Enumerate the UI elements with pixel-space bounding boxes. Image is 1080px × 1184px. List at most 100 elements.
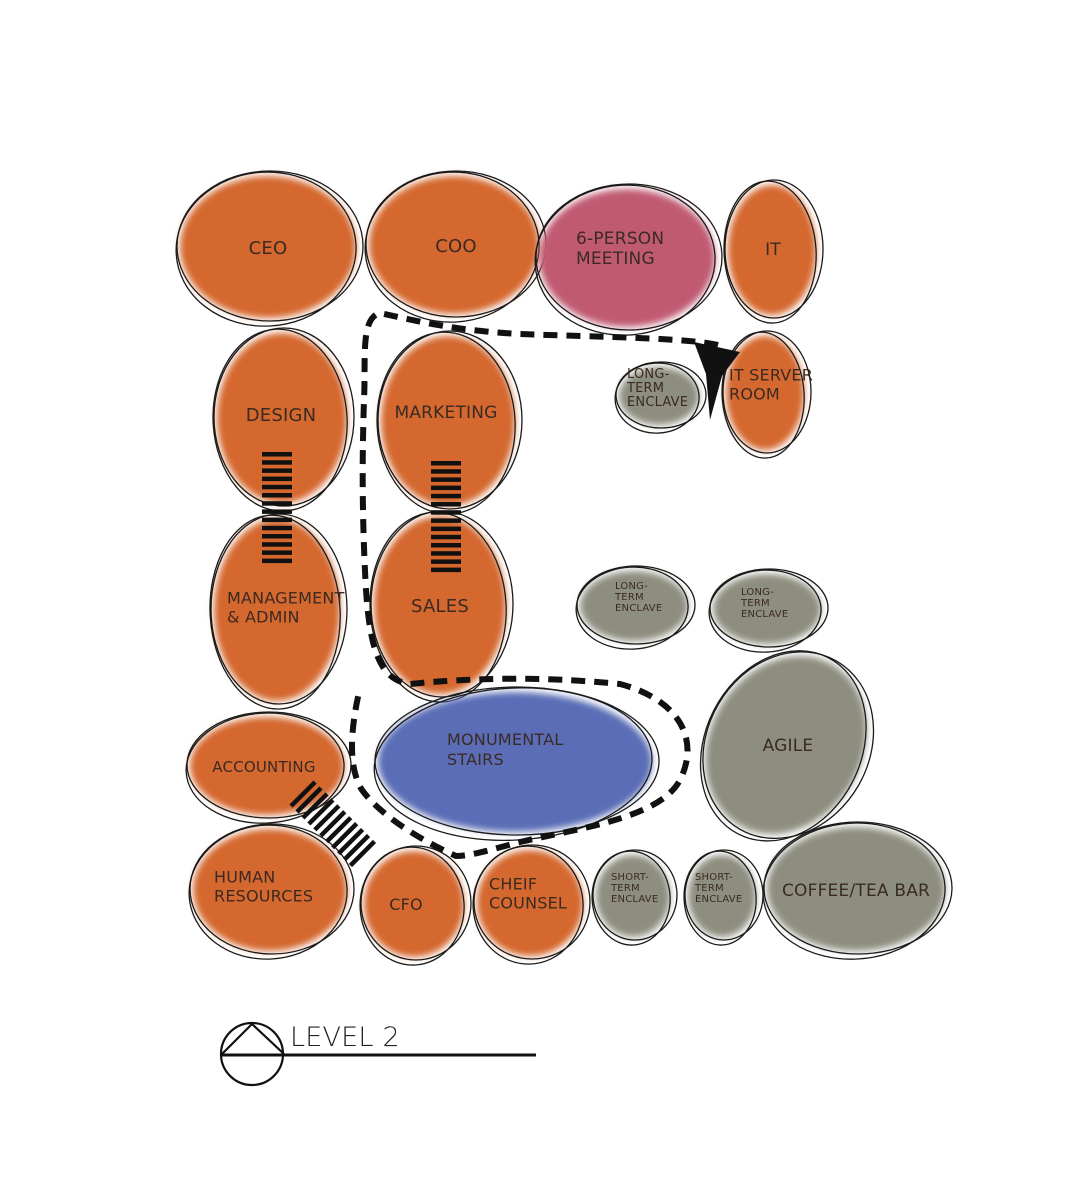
long-term-enclave-1-outline-2 (614, 362, 700, 434)
accounting-cfo-stair-tread (319, 810, 347, 838)
marketing-sales-stair-tread (431, 510, 461, 515)
it-fill (728, 185, 816, 315)
accounting-label-line: ACCOUNTING (212, 758, 315, 776)
short-term-enclave-2-outline-2 (683, 850, 757, 946)
meeting-6-person-label-line: MEETING (576, 249, 655, 269)
cheif-counsel-outline-2 (472, 845, 584, 965)
level-marker-arrow-icon (221, 1022, 285, 1055)
short-term-enclave-1-outline (592, 849, 678, 941)
stair-connectors (262, 452, 461, 868)
circulation-arrow-icon (694, 342, 740, 420)
human-resources-outline-2 (188, 824, 348, 960)
accounting-cfo-stair-tread (342, 833, 371, 862)
cfo-outline-2 (359, 846, 465, 966)
accounting-cfo-stair-tread (336, 827, 365, 856)
short-term-enclave-2-label-line: ENCLAVE (695, 894, 742, 905)
coo-label-line: COO (435, 236, 477, 257)
accounting-cfo-stair-tread (348, 839, 377, 868)
cfo-label: CFO (389, 895, 423, 914)
design-management-stair-tread (262, 517, 292, 523)
long-term-enclave-1-label-line: TERM (626, 381, 664, 396)
short-term-enclave-2-label-line: TERM (694, 883, 724, 894)
meeting-6-person-fill (539, 189, 715, 327)
design-label-line: DESIGN (246, 405, 317, 426)
ceo-outline-2 (175, 171, 357, 327)
level-marker: LEVEL 2 (219, 1021, 536, 1087)
design-management-stair-tread (262, 501, 292, 506)
coffee-tea-bar-bubble (762, 821, 953, 960)
meeting-6-person-outline (535, 183, 723, 331)
long-term-enclave-1-bubble (614, 361, 707, 434)
it-server-room-outline-2 (721, 331, 805, 459)
marketing-sales-stair-tread (431, 551, 461, 556)
coo-label: COO (435, 236, 477, 257)
management-admin-label-line: MANAGEMENT (227, 589, 345, 608)
accounting-cfo-stair-tread (331, 822, 359, 850)
marketing-label-line: MARKETING (394, 403, 497, 423)
coffee-tea-bar-label-line: COFFEE/TEA BAR (782, 881, 930, 901)
design-management-stair-tread (262, 452, 292, 457)
accounting-cfo-stair-tread (307, 798, 335, 826)
accounting-outline-2 (185, 712, 345, 824)
long-term-enclave-1-label-line: ENCLAVE (627, 395, 688, 410)
accounting-label: ACCOUNTING (212, 758, 315, 776)
long-term-enclave-2-label-line: ENCLAVE (615, 603, 662, 614)
meeting-6-person-outline-2 (534, 184, 716, 336)
accounting-cfo-stair-tread (289, 780, 317, 808)
meeting-6-person-label-line: 6-PERSON (576, 229, 664, 249)
long-term-enclave-3-label-line: TERM (740, 598, 770, 609)
long-term-enclave-3-outline-2 (708, 569, 822, 653)
ceo-bubble (175, 170, 364, 327)
human-resources-label-line: RESOURCES (214, 887, 313, 906)
meeting-6-person-bubble (534, 183, 723, 336)
main-circulation-path (349, 310, 719, 859)
short-term-enclave-1-fill (596, 855, 670, 937)
ceo-outline (176, 170, 364, 322)
long-term-enclave-1-label-line: LONG- (627, 367, 670, 382)
design-management-stair-tread (262, 493, 292, 498)
design-management-stair-tread (262, 509, 292, 514)
circulation-path (349, 310, 740, 859)
it-server-room-bubble (721, 330, 812, 459)
long-term-enclave-1-fill (619, 367, 699, 425)
it-server-room-label-line: ROOM (729, 385, 780, 404)
accounting-cfo-stair-tread (295, 786, 323, 814)
marketing-sales-stair-tread (431, 526, 461, 532)
design-management-stair-icon (262, 452, 292, 564)
coffee-tea-bar-fill (767, 827, 945, 951)
short-term-enclave-2-fill (688, 855, 756, 937)
marketing-sales-stair-tread (431, 477, 461, 482)
management-admin-bubble (209, 513, 348, 710)
long-term-enclave-3-label-line: ENCLAVE (741, 609, 788, 620)
cfo-label-line: CFO (389, 895, 423, 914)
long-term-enclave-2-outline-2 (575, 566, 689, 650)
cfo-bubble (359, 845, 472, 966)
management-admin-label-line: & ADMIN (227, 608, 300, 627)
design-management-stair-tread (262, 460, 292, 465)
it-label: IT (765, 240, 781, 260)
design-management-stair-tread (262, 550, 292, 555)
design-label: DESIGN (246, 405, 317, 426)
it-bubble (723, 179, 824, 324)
marketing-sales-stair-tread (431, 461, 461, 466)
short-term-enclave-1-label-line: TERM (610, 883, 640, 894)
coffee-tea-bar-label: COFFEE/TEA BAR (782, 881, 930, 901)
design-management-stair-tread (262, 484, 292, 490)
human-resources-outline (189, 823, 355, 955)
accounting-cfo-stair-tread (325, 816, 353, 844)
marketing-sales-stair-tread (431, 543, 461, 548)
agile-label-line: AGILE (763, 736, 814, 756)
marketing-sales-stair-tread (431, 567, 461, 573)
cheif-counsel-outline (473, 844, 591, 960)
design-management-stair-tread (262, 525, 292, 531)
long-term-enclave-2-bubble (575, 565, 696, 650)
marketing-sales-stair-tread (431, 493, 461, 499)
long-term-enclave-2-fill (580, 571, 688, 641)
marketing-sales-stair-tread (431, 469, 461, 474)
human-resources-label-line: HUMAN (214, 868, 275, 887)
